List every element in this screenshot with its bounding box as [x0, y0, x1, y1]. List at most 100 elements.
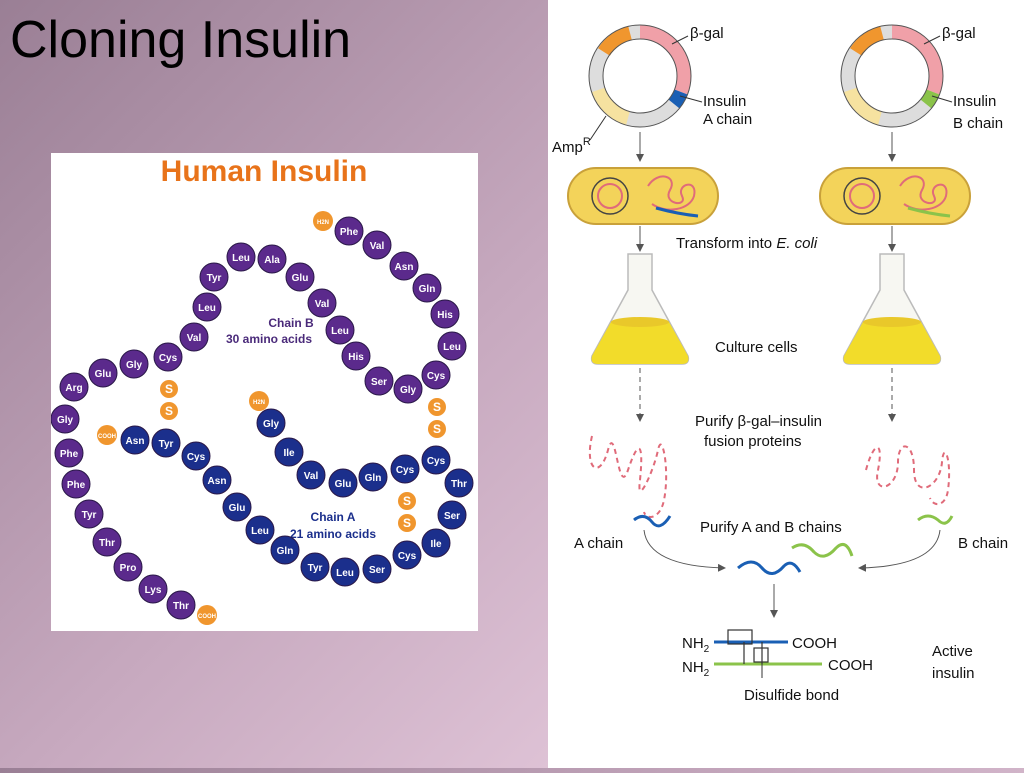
step-culture: Culture cells: [715, 339, 798, 356]
chain-a-residue-20-bead: [151, 428, 181, 458]
chain-b-residue-18-label: Val: [187, 333, 202, 344]
chain-a-residue-4-bead: [328, 468, 358, 498]
chain-b-n-terminus-label: H2N: [317, 220, 329, 226]
chain-b-residue-30-label: Thr: [173, 601, 189, 612]
chain-b-residue-17-label: Leu: [198, 303, 216, 314]
chain-b-residue-10-label: His: [348, 352, 364, 363]
chain-a-residue-15-bead: [270, 535, 300, 565]
chain-b-residue-5-bead: [430, 299, 460, 329]
fusion-protein-a: [588, 435, 668, 518]
disulfide-s-6-label: S: [403, 516, 411, 530]
insulin-b-insert: [920, 89, 940, 109]
purified-b-chain: [791, 542, 854, 558]
chain-a-residue-6-label: Cys: [396, 465, 415, 476]
insulin-a-insert: [668, 89, 688, 109]
chain-a-residue-21-bead: [120, 425, 150, 455]
chain-b-residue-13-bead: [285, 262, 315, 292]
chain-a-residue-21-label: Asn: [126, 436, 145, 447]
chain-b-residue-3-label: Asn: [395, 262, 414, 273]
disulfide-s-5: [398, 492, 416, 510]
chain-b-residue-21-label: Glu: [95, 369, 112, 380]
chain-b-residue-28-label: Pro: [120, 563, 137, 574]
chain-b-residue-22-label: Arg: [65, 383, 82, 394]
chain-a-residue-14-label: Tyr: [308, 563, 323, 574]
chain-b-residue-2-bead: [362, 230, 392, 260]
step-purify-fusion-1: Purify β-gal–insulin: [695, 413, 822, 430]
chain-a-residue-10-label: Ile: [430, 539, 442, 550]
chain-a-residue-18-label: Asn: [208, 476, 227, 487]
chain-b-residue-19-bead: [153, 342, 183, 372]
promoter-segment-a: [598, 26, 633, 57]
chain-b-residue-11-label: Leu: [331, 326, 349, 337]
a-chain-strand: [633, 515, 672, 528]
chain-a-residue-17-label: Glu: [229, 503, 246, 514]
chain-b-residue-16-bead: [199, 262, 229, 292]
plasmid-b: [840, 24, 944, 128]
purified-a-chain: [737, 560, 802, 575]
chain-b-residue-8-bead: [393, 374, 423, 404]
chain-b-residue-24-bead: [54, 438, 84, 468]
chain-a-c-terminus-label: COOH: [98, 434, 116, 440]
cooh-a: COOH: [792, 635, 837, 652]
bgal-label-b: β-gal: [942, 25, 976, 42]
chain-a-residue-19-bead: [181, 441, 211, 471]
residue-layer: PheValAsnGlnHisLeuCysGlySerHisLeuValGluA…: [50, 211, 474, 625]
chain-a-residue-5-bead: [358, 462, 388, 492]
chain-b-residue-1-bead: [334, 216, 364, 246]
chain-a-residue-14-bead: [300, 552, 330, 582]
chain-a-n-terminus-circle: [249, 391, 269, 411]
chain-a-residue-11-bead: [392, 540, 422, 570]
chain-a-residue-12-bead: [362, 554, 392, 584]
step-purify-chains: Purify A and B chains: [700, 519, 842, 536]
chain-b-n-terminus-circle: [313, 211, 333, 231]
chain-b-residue-2-label: Val: [370, 241, 385, 252]
chain-b-residue-7-bead: [421, 360, 451, 390]
chain-a-residue-4-label: Glu: [335, 479, 352, 490]
chain-a-residue-17-bead: [222, 492, 252, 522]
cloning-process-diagram: β-gal Insulin A chain AmpR β-gal Insulin…: [552, 24, 1008, 704]
chain-b-residue-28-bead: [113, 552, 143, 582]
culture-flask-b: [842, 253, 942, 365]
chain-b-residue-25-bead: [61, 469, 91, 499]
chain-b-residue-24-label: Phe: [60, 449, 79, 460]
chain-b-length: 30 amino acids: [226, 332, 312, 346]
chain-a-residue-19-label: Cys: [187, 452, 206, 463]
disulfide-s-3-label: S: [433, 400, 441, 414]
chain-b-residue-14-bead: [257, 244, 287, 274]
disulfide-s-2-label: S: [165, 404, 173, 418]
ampr-segment-b: [843, 87, 883, 125]
chain-a-residue-7-label: Cys: [427, 456, 446, 467]
b-chain-strand: [917, 514, 954, 525]
chain-b-residue-27-bead: [92, 527, 122, 557]
disulfide-s-2: [160, 402, 178, 420]
chain-a-residue-18-bead: [202, 465, 232, 495]
chain-b-residue-18-bead: [179, 322, 209, 352]
chain-a-label: Chain A: [311, 510, 356, 524]
chain-a-residue-8-label: Thr: [451, 479, 467, 490]
chain-b-residue-1-label: Phe: [340, 227, 359, 238]
disulfide-s-1-label: S: [165, 382, 173, 396]
disulfide-s-6: [398, 514, 416, 532]
bgal-label-a: β-gal: [690, 25, 724, 42]
chain-b-residue-23-label: Gly: [57, 415, 74, 426]
chain-a-residue-1-bead: [256, 408, 286, 438]
ampr-segment-a: [591, 87, 631, 125]
insulin-figure-title: Human Insulin: [161, 155, 368, 188]
chain-a-c-terminus-circle: [97, 425, 117, 445]
chain-b-residue-5-label: His: [437, 310, 453, 321]
chain-a-residue-1-label: Gly: [263, 419, 280, 430]
chain-a-residue-8-bead: [444, 468, 474, 498]
disulfide-bond-label: Disulfide bond: [744, 687, 839, 704]
chain-b-c-terminus-label: COOH: [198, 614, 216, 620]
insulin-b-label-1: Insulin: [953, 93, 996, 110]
chain-b-residue-13-label: Glu: [292, 273, 309, 284]
label-b-chain: B chain: [958, 535, 1008, 552]
chain-b-residue-11-bead: [325, 315, 355, 345]
chain-b-residue-16-label: Tyr: [207, 273, 222, 284]
chain-b-residue-7-label: Cys: [427, 371, 446, 382]
disulfide-s-4-label: S: [433, 422, 441, 436]
cooh-b: COOH: [828, 657, 873, 674]
chain-a-residue-7-bead: [421, 445, 451, 475]
ecoli-cell-a: [567, 167, 719, 225]
chain-b-residue-17-bead: [192, 292, 222, 322]
